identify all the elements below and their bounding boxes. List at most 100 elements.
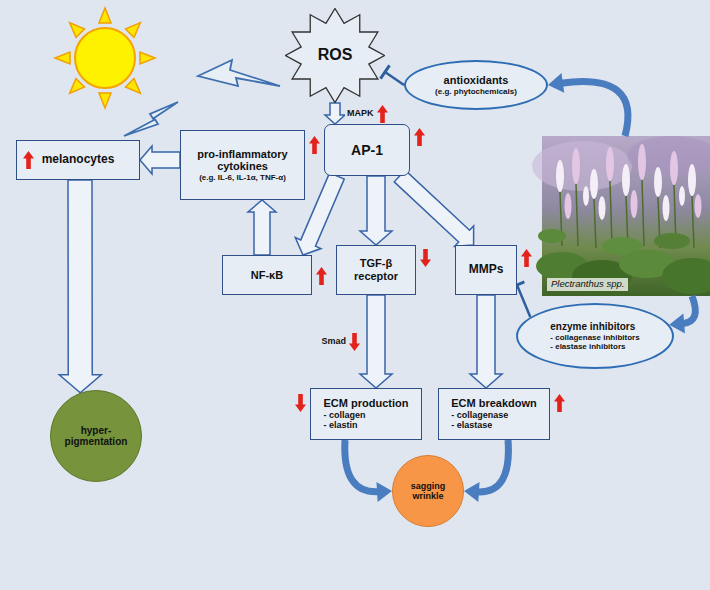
- text-group: ECM breakdown- collagenase- elastase: [451, 397, 537, 430]
- sun-icon: [99, 8, 111, 23]
- remedy-ellipse: antioxidants(e.g. phytochemicals): [404, 60, 548, 110]
- block-arrow: [59, 180, 101, 393]
- process-box: MMPs: [455, 245, 517, 295]
- plant-photo: [583, 186, 589, 206]
- block-arrow: [325, 103, 345, 124]
- block-arrow: [470, 295, 502, 388]
- node-detail: - elastin: [324, 420, 409, 430]
- change-arrow: [349, 333, 360, 351]
- plant-photo: [606, 147, 614, 181]
- text-group: NF-κB: [251, 269, 283, 282]
- remedy-ellipse: enzyme inhibitors- collagenase inhibitor…: [516, 303, 674, 369]
- plant-photo-frame: Plectranthus spp.: [542, 136, 710, 296]
- node-detail: - collagenase inhibitors: [550, 333, 639, 342]
- process-box: ECM breakdown- collagenase- elastase: [438, 388, 550, 440]
- change-arrow: [23, 151, 34, 169]
- plant-photo: [590, 169, 598, 199]
- arrow-head: [548, 73, 564, 93]
- uv-lightning: [124, 102, 178, 136]
- text-group: AP-1: [351, 142, 383, 158]
- plant-photo: [638, 144, 646, 180]
- node-detail: - elastase inhibitors: [550, 342, 639, 351]
- node-detail: - elastase: [451, 420, 537, 430]
- node-label: ECM breakdown: [451, 397, 537, 410]
- node-label: pro-inflammatory cytokines: [186, 148, 299, 173]
- text-group: Plectranthus spp.: [547, 278, 628, 291]
- process-box: NF-κB: [222, 255, 312, 295]
- text-group: ROS: [318, 46, 353, 64]
- node-label: melanocytes: [42, 153, 115, 167]
- plant-photo: [688, 164, 696, 196]
- arrow-head: [376, 482, 392, 502]
- process-box: ECM production- collagen- elastin: [310, 388, 422, 440]
- sun-icon: [55, 52, 70, 64]
- edge-label: MAPK: [345, 105, 390, 123]
- node-detail: - collagen: [324, 410, 409, 420]
- change-arrow: [420, 249, 431, 267]
- plant-photo: [536, 229, 710, 294]
- curved-arrow: [548, 73, 628, 136]
- text-group: melanocytes: [42, 153, 115, 167]
- change-arrow: [309, 136, 320, 154]
- process-box: AP-1: [324, 124, 410, 176]
- text-group: TGF-β receptor: [342, 257, 410, 282]
- plant-photo: [572, 148, 580, 184]
- ros-starburst-outline: [286, 8, 385, 102]
- change-arrow: [377, 105, 388, 123]
- change-arrow: [521, 249, 532, 267]
- curved-arrow: [669, 296, 695, 333]
- sun-icon: [126, 79, 145, 98]
- arrow-head: [464, 482, 480, 502]
- block-arrow: [140, 146, 180, 174]
- inhibition-line: [385, 72, 404, 85]
- block-arrow: [470, 295, 502, 388]
- sun-icon: [55, 8, 155, 108]
- change-arrow: [554, 394, 565, 412]
- sun-icon: [75, 28, 135, 88]
- node-label: TGF-β receptor: [342, 257, 410, 282]
- signal-label: MAPK: [347, 108, 374, 118]
- block-arrow: [360, 295, 392, 388]
- plant-photo: [670, 151, 678, 185]
- text-group: MMPs: [469, 263, 504, 277]
- change-arrow: [414, 128, 425, 146]
- curved-arrow: [682, 296, 695, 324]
- sun-icon: [99, 93, 111, 108]
- signal-label: Smad: [321, 336, 346, 346]
- node-label: ROS: [318, 46, 353, 64]
- text-group: sagging wrinkle: [402, 481, 454, 502]
- uv-lightning: [124, 60, 280, 136]
- sun-icon: [65, 18, 84, 37]
- node-label: Plectranthus spp.: [551, 279, 624, 290]
- change-arrow: [23, 151, 34, 169]
- block-arrow: [360, 295, 392, 388]
- outcome-circle: hyper-pigmentation: [50, 390, 142, 482]
- block-arrow: [59, 180, 101, 393]
- node-label: antioxidants: [435, 74, 517, 87]
- plant-photo: [599, 196, 606, 220]
- inhibition-line: [517, 285, 530, 317]
- curved-arrow: [477, 440, 508, 492]
- ros-starburst: ROS: [285, 8, 385, 103]
- sun-icon: [55, 8, 155, 108]
- sun-icon: [65, 79, 84, 98]
- plant-photo: [538, 229, 566, 243]
- text-group: pro-inflammatory cytokines(e.g. IL-6, IL…: [186, 148, 299, 182]
- plant-photo: [654, 167, 662, 197]
- node-label: MMPs: [469, 263, 504, 277]
- sun-icon: [140, 52, 155, 64]
- text-group: hyper-pigmentation: [63, 425, 129, 448]
- block-arrow: [248, 200, 276, 255]
- block-arrow: [325, 103, 345, 124]
- uv-lightning: [198, 60, 280, 86]
- edge-label: Smad: [319, 333, 362, 351]
- curved-arrow: [345, 440, 379, 492]
- plant-photo: [654, 233, 690, 249]
- plant-photo: [594, 199, 596, 248]
- inhibition-line: [380, 65, 404, 85]
- sun-icon: [126, 18, 145, 37]
- block-arrow: [360, 176, 392, 245]
- text-group: ECM production- collagen- elastin: [324, 397, 409, 430]
- node-label: sagging wrinkle: [402, 481, 454, 502]
- process-box: TGF-β receptor: [336, 245, 416, 295]
